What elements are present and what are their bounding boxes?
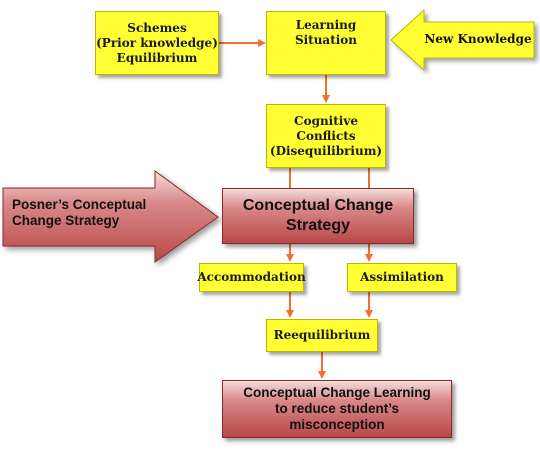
- conceptual-change-learning-box: Conceptual Change Learning to reduce stu…: [222, 380, 452, 438]
- posner-strategy-label: Posner’s Conceptual Change Strategy: [12, 197, 147, 228]
- new-knowledge-arrow-shape: [390, 8, 535, 72]
- schemes-box: Schemes (Prior knowledge) Equilibrium: [95, 11, 219, 75]
- learning-situation-box: Learning Situation: [266, 11, 386, 75]
- conceptual-change-strategy-box: Conceptual Change Strategy: [222, 188, 414, 244]
- accommodation-box: Accommodation: [197, 263, 306, 292]
- cognitive-conflicts-box: Cognitive Conflicts (Disequilibrium): [266, 104, 386, 168]
- new-knowledge-label: New Knowledge: [424, 32, 532, 46]
- posner-arrow-shape: [2, 170, 219, 263]
- assimilation-box: Assimilation: [347, 263, 457, 292]
- reequilibrium-box: Reequilibrium: [266, 319, 378, 352]
